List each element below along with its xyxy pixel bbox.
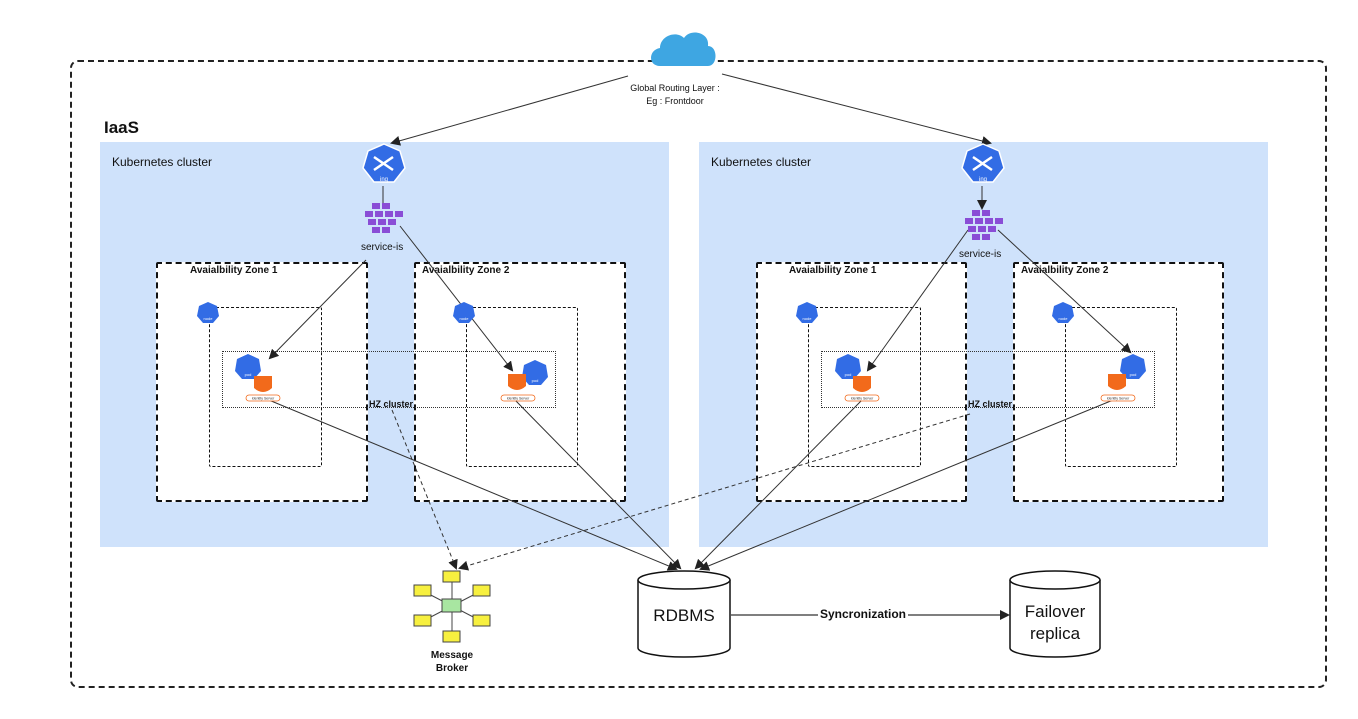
node-icon-c1z2: node (453, 302, 475, 323)
hz1-to-broker (391, 409, 458, 570)
identity-server-c2z2-text: Identity Server (1107, 397, 1130, 401)
failover-replica-line1: Failover (1024, 602, 1086, 621)
svc1-to-pod2 (399, 225, 514, 372)
cluster-2-service-label: service-is (959, 249, 1002, 260)
cluster-1-zone-2-label: Avaialbility Zone 2 (422, 265, 510, 276)
pod-icon-c1z2-text: pod (532, 378, 539, 383)
identity-server-c2z1-text: Identity Server (851, 397, 874, 401)
ingress-icon-2: ing (961, 143, 1005, 183)
pod-c2z2-to-rdbms (699, 397, 1119, 571)
pod-icon-c2z1: pod (835, 354, 861, 379)
cluster-2-label: Kubernetes cluster (711, 155, 812, 169)
cloud-icon (651, 32, 716, 66)
route-to-ingress-1 (390, 75, 629, 146)
pod-icon-c1z2: pod (522, 360, 548, 385)
identity-server-c1z1-text: Identity Server (252, 397, 275, 401)
node-icon-c1z1: node (197, 302, 219, 323)
pod-icon-c2z2: pod (1120, 354, 1146, 379)
ingress-icon-1: ing (362, 143, 406, 183)
global-routing-line2: Eg : Frontdoor (646, 96, 704, 106)
cluster-2-node-2 (1065, 307, 1177, 467)
rdbms-cylinder (637, 570, 731, 658)
ingress-1-text: ing (380, 177, 388, 183)
sync-label: Syncronization (818, 607, 909, 621)
svc2-to-pod1 (866, 229, 969, 372)
svc1-to-pod1 (268, 259, 367, 360)
cluster-1-service-label: service-is (361, 242, 404, 253)
failover-replica-line2: replica (1029, 624, 1081, 643)
global-routing-line1: Global Routing Layer : (630, 83, 720, 93)
cluster-2-zone-2 (1013, 262, 1224, 502)
cluster-1-hz-label: HZ cluster (369, 399, 414, 409)
message-broker-line1: Message (430, 650, 474, 661)
cluster-1-hz-boundary (222, 351, 556, 408)
cluster-1-zone-1-label: Avaialbility Zone 1 (190, 265, 278, 276)
pod-icon-c1z1: pod (235, 354, 261, 379)
node-icon-c2z1-text: node (803, 316, 813, 321)
cluster-1-label: Kubernetes cluster (112, 155, 213, 169)
global-routing-label: Global Routing Layer : Eg : Frontdoor (610, 82, 740, 108)
pod-c2z1-to-rdbms (694, 399, 863, 570)
rdbms-label: RDBMS (653, 606, 715, 625)
cluster-2-zone-2-label: Avaialbility Zone 2 (1021, 265, 1109, 276)
message-broker-label: Message Broker (411, 649, 493, 675)
ingress-2-text: ing (979, 177, 987, 183)
identity-server-icon-c2z2: Identity Server (1100, 374, 1136, 402)
node-icon-c2z2: node (1052, 302, 1074, 323)
identity-server-icon-c1z1: Identity Server (245, 376, 281, 402)
cluster-1-node-1 (209, 307, 322, 467)
cluster-2-hz-boundary (821, 351, 1155, 408)
message-broker-icon (413, 570, 491, 643)
node-icon-c1z2-text: node (460, 316, 470, 321)
failover-replica-cylinder (1009, 570, 1101, 658)
svc2-to-pod2 (997, 229, 1132, 354)
iaas-title: IaaS (104, 118, 139, 137)
pod-c1z2-to-rdbms (514, 399, 682, 570)
hz2-to-broker (458, 413, 971, 571)
node-icon-c1z1-text: node (204, 316, 214, 321)
cluster-1-node-2 (466, 307, 578, 467)
route-to-ingress-2 (721, 73, 992, 146)
cluster-2-zone-1-label: Avaialbility Zone 1 (789, 265, 877, 276)
pod-icon-c2z1-text: pod (845, 372, 852, 377)
node-icon-c2z1: node (796, 302, 818, 323)
message-broker-line2: Broker (435, 663, 469, 674)
pod-c1z1-to-rdbms (263, 397, 678, 571)
identity-server-c1z2-text: Identity Server (507, 397, 530, 401)
node-icon-c2z2-text: node (1059, 316, 1069, 321)
identity-server-icon-c2z1: Identity Server (844, 376, 880, 402)
pod-icon-c2z2-text: pod (1130, 372, 1137, 377)
service-icon-1 (365, 203, 403, 233)
cluster-2-hz-label: HZ cluster (968, 399, 1013, 409)
failover-replica-label: Failover replica (1010, 601, 1100, 645)
identity-server-icon-c1z2: Identity Server (500, 374, 536, 402)
service-icon-2 (965, 210, 1003, 240)
cluster-2-node-1 (808, 307, 921, 467)
pod-icon-c1z1-text: pod (245, 372, 252, 377)
